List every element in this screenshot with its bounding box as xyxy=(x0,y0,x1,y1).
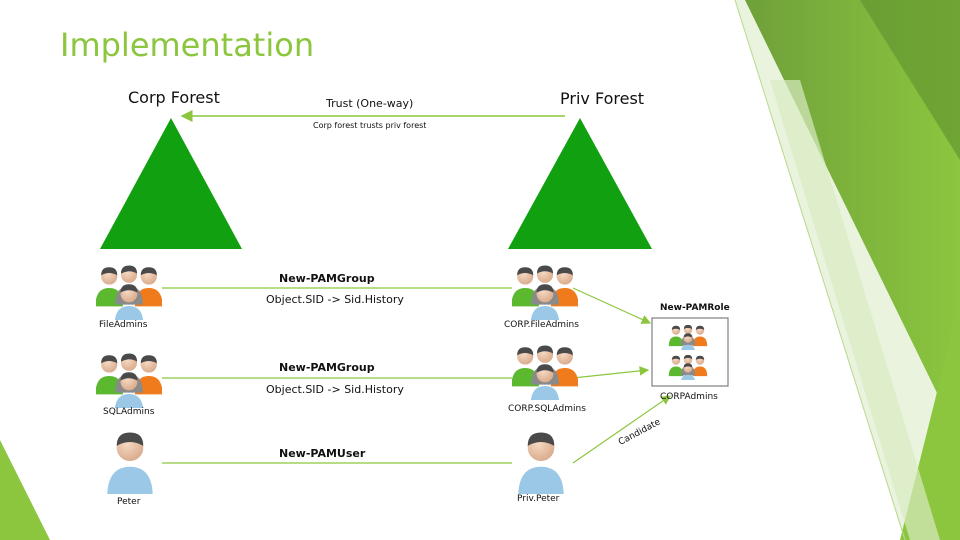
corp-sqladmins-group-icon xyxy=(511,342,579,406)
corp-forest-label: Corp Forest xyxy=(128,88,220,107)
role-label: CORPAdmins xyxy=(660,392,718,402)
fileadmins-group-icon xyxy=(95,262,163,326)
corp-fileadmins-group-icon xyxy=(511,262,579,326)
left-accent-band xyxy=(0,440,50,540)
row2-left-label: SQLAdmins xyxy=(103,407,155,417)
role-cmd: New-PAMRole xyxy=(660,303,730,313)
peter-user-icon xyxy=(105,426,155,498)
candidate-arrow xyxy=(572,395,671,464)
row1-cmd: New-PAMGroup xyxy=(279,272,375,285)
row2-detail: Object.SID -> Sid.History xyxy=(266,383,404,396)
decorative-bands xyxy=(734,0,960,540)
priv-peter-user-icon xyxy=(516,426,566,498)
row2-right-label: CORP.SQLAdmins xyxy=(508,404,586,414)
row3-right-label: Priv.Peter xyxy=(517,494,560,504)
row1-right-label: CORP.FileAdmins xyxy=(504,320,579,330)
group1-to-role-arrow xyxy=(572,287,652,324)
corp-forest-triangle xyxy=(100,118,242,249)
sqladmins-group-icon xyxy=(95,350,163,414)
group2-to-role-arrow xyxy=(572,366,650,379)
trust-label: Trust (One-way) xyxy=(326,97,414,110)
row2-cmd: New-PAMGroup xyxy=(279,361,375,374)
slide-title: Implementation xyxy=(60,26,315,64)
row3-cmd: New-PAMUser xyxy=(279,447,366,460)
role-member-group-icon-1 xyxy=(668,324,708,355)
row3-left-label: Peter xyxy=(117,497,141,507)
priv-forest-triangle xyxy=(508,118,652,249)
trust-note: Corp forest trusts priv forest xyxy=(313,121,427,130)
role-member-group-icon-2 xyxy=(668,354,708,385)
priv-forest-label: Priv Forest xyxy=(560,89,645,108)
row1-detail: Object.SID -> Sid.History xyxy=(266,293,404,306)
row1-left-label: FileAdmins xyxy=(99,320,148,330)
